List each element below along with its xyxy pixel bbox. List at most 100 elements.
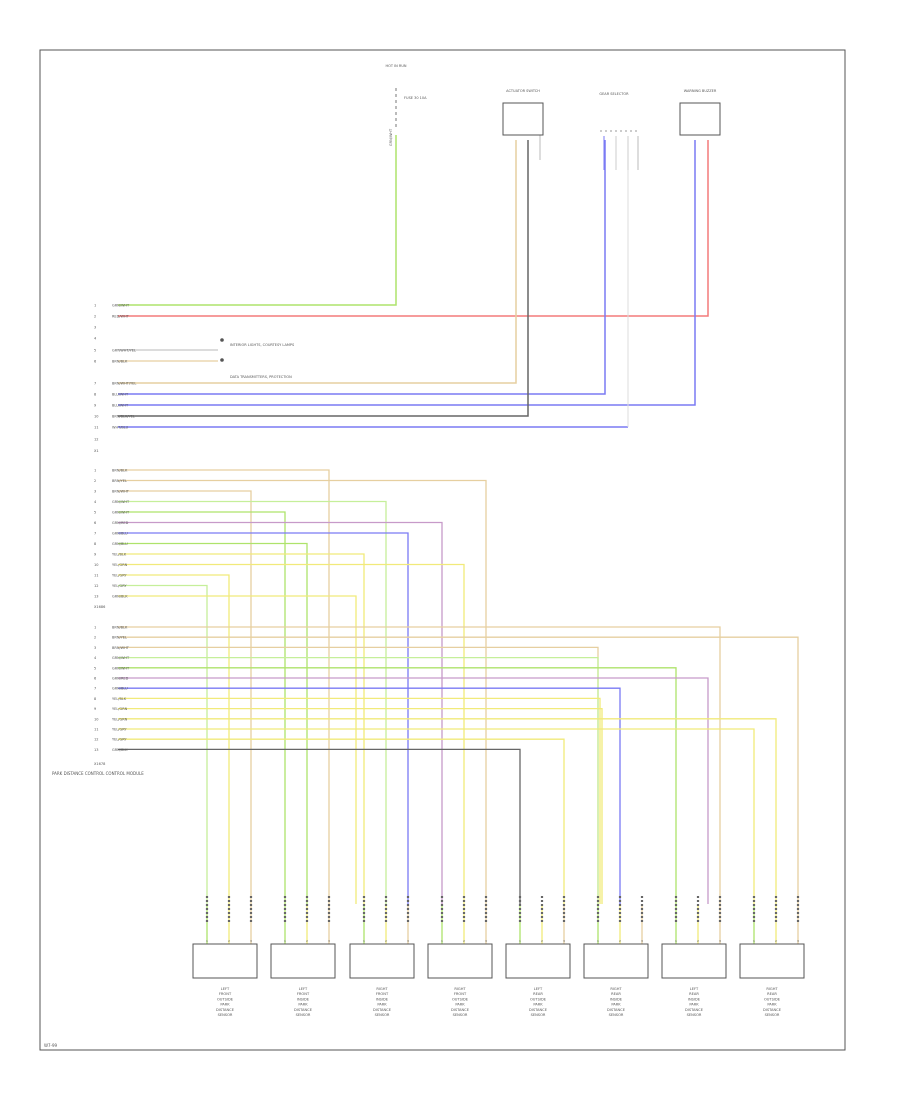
hot-wire-label: GRN/WHT — [389, 128, 393, 146]
sensor-7-label: REAR — [689, 992, 699, 996]
x1686-pin-number: 5 — [94, 511, 96, 515]
x1-connector-name: X1 — [94, 449, 99, 453]
wire-x1686-pin12 — [118, 584, 208, 904]
x1686-pin-number: 8 — [94, 542, 96, 546]
diagram-frame — [39, 49, 846, 1051]
x1678-pin-number: 1 — [94, 626, 96, 630]
x1-pin-number: 1 — [94, 304, 96, 308]
sensor-6-box — [583, 943, 649, 979]
x1678-pin-number: 2 — [94, 636, 96, 640]
x1686-pin-number: 3 — [94, 490, 96, 494]
control-unit-label: PARK DISTANCE CONTROL CONTROL MODULE — [52, 771, 144, 776]
sensor-4-label: RIGHT — [454, 987, 466, 991]
sensor-pin-label: 1 — [519, 939, 521, 943]
wire-x1678-pin3 — [118, 646, 599, 904]
x1-pin-label: GRN/WHT — [112, 304, 130, 308]
x1678-pin-label: YEL/GRN — [112, 707, 128, 711]
sensor-pin-label: 1 — [675, 939, 677, 943]
x1686-pin-number: 1 — [94, 469, 96, 473]
sensor-5-label: REAR — [533, 992, 543, 996]
wire-x1678-pin11 — [118, 728, 755, 904]
sensor-6-label: DISTANCE — [607, 1008, 626, 1012]
wire-x1686-pin7 — [118, 532, 409, 904]
x1686-pin-label: GRN/WHT — [112, 511, 130, 515]
x1686-pin-label: GRN/BLK — [112, 595, 128, 599]
x1678-pin-number: 10 — [94, 717, 98, 721]
sensor-3-label: PARK — [377, 1003, 387, 1007]
sensor-7-label: DISTANCE — [685, 1008, 704, 1012]
wire-x1686-pin5 — [118, 511, 286, 904]
sensor-5-box — [505, 943, 571, 979]
x1-note-label: INTERIOR LIGHTS, COURTESY LAMPS — [230, 343, 295, 347]
x1678-pin-label: GRN/BLU — [112, 687, 128, 691]
x1686-pin-label: YEL/GRY — [112, 584, 127, 588]
wire-x1-pin1 — [118, 135, 397, 306]
x1-pin-number: 7 — [94, 382, 96, 386]
sensor-2-label: SENSOR — [296, 1013, 311, 1017]
wire-x1678-pin7 — [118, 687, 621, 904]
x1678-pin-number: 11 — [94, 728, 98, 732]
wire-x1686-pin10 — [118, 563, 465, 904]
sensor-pin-label: 2 — [619, 939, 621, 943]
sensor-5-label: OUTSIDE — [530, 997, 547, 1001]
sensor-pin-label: 2 — [228, 939, 230, 943]
x1-pin-number: 4 — [94, 337, 97, 341]
sensor-6-label: PARK — [611, 1003, 621, 1007]
x1686-pin-label: BRN/BLK — [112, 469, 128, 473]
x1686-pin-number: 11 — [94, 574, 98, 578]
sensor-8-box — [739, 943, 805, 979]
x1678-pin-number: 12 — [94, 738, 98, 742]
x1-pin-number: 5 — [94, 349, 96, 353]
sensor-6-label: INSIDE — [610, 997, 623, 1001]
x1678-pin-label: YEL/GRY — [112, 728, 127, 732]
sensor-1-label: PARK — [220, 1003, 230, 1007]
sensor-pin-label: 1 — [284, 939, 286, 943]
x1686-pin-label: GRN/WHT — [112, 500, 130, 504]
sensor-pin-label: 1 — [206, 939, 208, 943]
sensor-3-label: SENSOR — [375, 1013, 390, 1017]
sensor-pin-label: 2 — [775, 939, 777, 943]
x1686-pin-label: BRN/WHT — [112, 490, 130, 494]
x1-pin-number: 2 — [94, 315, 96, 319]
sensor-2-label: INSIDE — [297, 997, 310, 1001]
sensor-1-label: OUTSIDE — [217, 997, 234, 1001]
x1-pin-number: 9 — [94, 404, 96, 408]
x1-pin-label: BRN/BLK — [112, 360, 128, 364]
sensor-6-label: REAR — [611, 992, 621, 996]
sensor-4-label: OUTSIDE — [452, 997, 469, 1001]
x1686-pin-number: 6 — [94, 521, 96, 525]
sensor-4-label: DISTANCE — [451, 1008, 470, 1012]
x1686-pin-number: 12 — [94, 584, 98, 588]
x1-pin-number: 3 — [94, 326, 96, 330]
sensor-5-label: DISTANCE — [529, 1008, 548, 1012]
x1678-pin-number: 5 — [94, 666, 96, 670]
sensor-3-label: INSIDE — [376, 997, 389, 1001]
wire-x1686-pin4 — [118, 500, 387, 904]
sensor-1-box — [192, 943, 258, 979]
sensor-4-box — [427, 943, 493, 979]
wire-x1686-pin3 — [118, 490, 252, 904]
sensor-7-box — [661, 943, 727, 979]
x1686-pin-number: 9 — [94, 553, 96, 557]
wire-x1678-pin4 — [118, 656, 599, 904]
sensor-pin-label: 3 — [328, 939, 330, 943]
x1-pin-label: BRN/BLK/YEL — [112, 415, 135, 419]
sensor-pin-label: 2 — [541, 939, 543, 943]
component-layer — [192, 88, 805, 979]
sensor-8-label: SENSOR — [765, 1013, 780, 1017]
sensor-1-label: FRONT — [219, 992, 232, 996]
x1678-pin-label: GRN/WHT — [112, 666, 130, 670]
sensor-3-label: DISTANCE — [373, 1008, 392, 1012]
wire-x1-pin2 — [118, 140, 709, 317]
sensor-3-box — [349, 943, 415, 979]
sensor-4-label: FRONT — [454, 992, 467, 996]
x1678-pin-label: GRN/BLK — [112, 748, 128, 752]
x1-pin-number: 6 — [94, 360, 96, 364]
sensor-pin-label: 1 — [597, 939, 599, 943]
x1-splice-dot — [220, 338, 224, 342]
sensor-8-label: REAR — [767, 992, 777, 996]
x1678-pin-label: BRN/YEL — [112, 636, 127, 640]
